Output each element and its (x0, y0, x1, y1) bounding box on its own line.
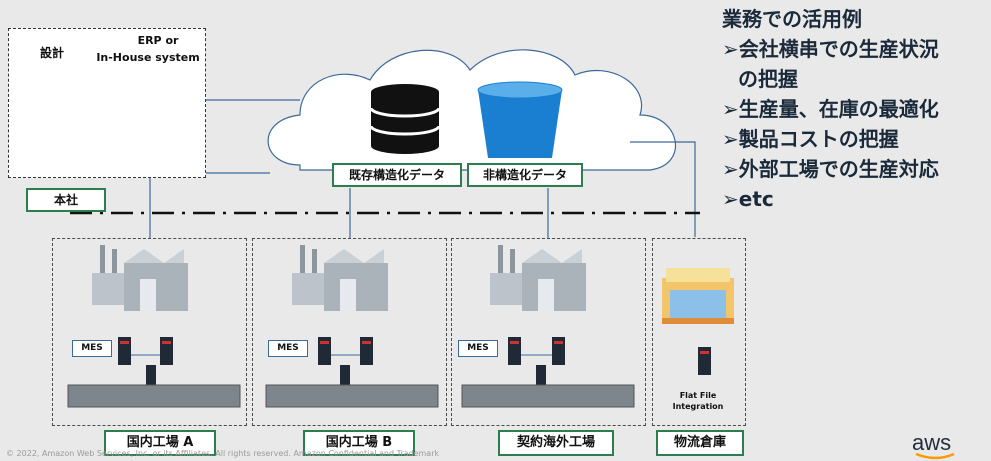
connector-line (630, 141, 696, 237)
use-case-item: ➢生産量、在庫の最適化 (722, 97, 939, 121)
site-panel-factory-b (252, 238, 447, 426)
server-icon (360, 337, 373, 365)
mes-label: MES (268, 340, 308, 357)
use-case-item: ➢製品コストの把握 (722, 127, 899, 151)
conveyor-line-icon (461, 384, 635, 408)
conveyor-line-icon (67, 384, 241, 408)
factory-icon (490, 245, 586, 311)
mes-server-icon (118, 337, 131, 365)
server-icon (552, 337, 565, 365)
database-icon (369, 84, 441, 154)
use-case-item: ➢etc (722, 187, 774, 211)
conveyor-line-icon (265, 384, 439, 408)
headquarters-box (8, 28, 206, 178)
server-icon (146, 365, 156, 385)
site-panel-overseas-factory (451, 238, 646, 426)
erp-label-line2: In-House system (96, 51, 200, 64)
copyright-text: © 2022, Amazon Web Services, Inc. or its… (6, 449, 440, 458)
site-label-warehouse: 物流倉庫 (656, 430, 744, 456)
mes-label: MES (72, 340, 112, 357)
site-panel-warehouse (652, 238, 746, 426)
server-icon (698, 347, 711, 375)
server-icon (160, 337, 173, 365)
server-icon (340, 365, 350, 385)
use-cases-panel: 業務での活用例 ➢会社横串での生産状況 の把握 ➢生産量、在庫の最適化 ➢製品コ… (722, 4, 939, 214)
warehouse-icon (662, 268, 734, 324)
use-case-item: ➢外部工場での生産対応 (722, 157, 939, 181)
erp-label-line1: ERP or (137, 34, 179, 47)
structured-data-label: 既存構造化データ (332, 163, 462, 187)
use-case-item: の把握 (738, 67, 798, 91)
factory-icon (292, 245, 388, 311)
unstructured-data-label: 非構造化データ (467, 163, 583, 187)
aws-smile-icon (915, 452, 955, 460)
mes-server-icon (508, 337, 521, 365)
aws-logo: aws (912, 430, 952, 455)
site-label-factory-a: 国内工場 A (104, 430, 216, 456)
flat-file-label-line1: Flat File (679, 391, 717, 400)
site-label-overseas-factory: 契約海外工場 (498, 430, 614, 456)
use-cases-title: 業務での活用例 (722, 7, 862, 31)
site-label-factory-b: 国内工場 B (303, 430, 415, 456)
design-label: 設計 (40, 46, 65, 60)
use-case-item: ➢会社横串での生産状況 (722, 37, 939, 61)
bucket-icon (477, 81, 563, 158)
server-icon (536, 365, 546, 385)
cloud-shape (267, 49, 677, 171)
flat-file-label-line2: Integration (672, 402, 724, 411)
site-panel-factory-a (52, 238, 247, 426)
mes-label: MES (458, 340, 498, 357)
mes-server-icon (318, 337, 331, 365)
headquarters-site-label: 本社 (26, 188, 106, 212)
factory-icon (92, 245, 188, 311)
